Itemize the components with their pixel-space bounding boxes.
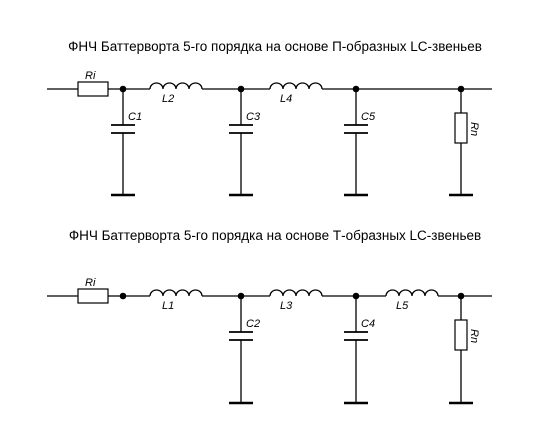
inductor-l3 [269,289,323,297]
resistor-ri [77,81,109,97]
label-c2: C2 [246,318,260,330]
capacitor-c1 [111,89,135,197]
pi-filter-title: ФНЧ Баттерворта 5-го порядка на основе П… [68,39,482,54]
resistor-rn [449,296,473,405]
inductor-l5 [385,289,439,297]
label-rn: Rn [468,329,480,343]
label-c3: C3 [246,111,261,123]
label-ri: Ri [85,70,96,82]
label-ri: Ri [85,277,96,289]
label-l1: L1 [162,300,174,312]
capacitor-c4 [344,296,368,405]
inductor-l1 [149,289,203,297]
label-l2: L2 [162,93,174,105]
t-filter-title: ФНЧ Баттерворта 5-го порядка на основе Т… [69,228,481,243]
label-l4: L4 [280,93,292,105]
label-l3: L3 [280,300,293,312]
junction-node [119,292,127,300]
pi-filter-diagram: ФНЧ Баттерворта 5-го порядка на основе П… [47,39,492,197]
label-l5: L5 [396,300,409,312]
capacitor-c2 [229,296,253,405]
t-filter-diagram: ФНЧ Баттерворта 5-го порядка на основе Т… [47,228,492,405]
label-c5: C5 [361,111,376,123]
label-rn: Rn [468,122,480,136]
inductor-l2 [149,82,203,90]
resistor-ri [77,288,109,304]
label-c1: C1 [128,111,142,123]
resistor-rn [449,89,473,197]
capacitor-c3 [229,89,253,197]
label-c4: C4 [361,318,375,330]
capacitor-c5 [344,89,368,197]
inductor-l4 [269,82,323,90]
